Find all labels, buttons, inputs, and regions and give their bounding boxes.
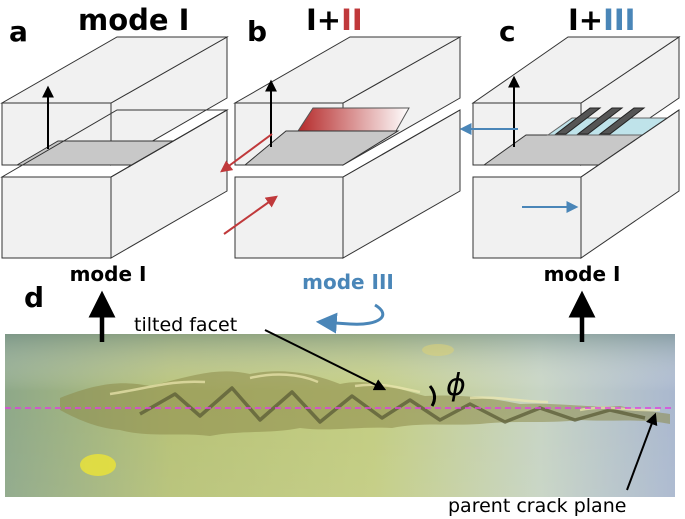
panel-c-twist-facet-3 xyxy=(598,107,646,135)
panel-b-shear-arrow-upper xyxy=(220,133,273,173)
panel-c xyxy=(459,36,681,259)
panel-d-mode-right-label: mode I xyxy=(544,262,621,286)
panel-a-letter: a xyxy=(9,15,28,48)
panel-a xyxy=(0,36,229,259)
panel-b-lower-front-face xyxy=(234,176,344,259)
panel-d-mode-middle-arrow xyxy=(315,303,385,334)
panel-a-title: mode I xyxy=(78,3,189,37)
panel-c-letter: c xyxy=(499,15,516,48)
panel-b-letter: b xyxy=(247,15,267,48)
panel-b xyxy=(220,36,462,259)
panel-c-twist-facet-1 xyxy=(554,107,602,135)
panel-d-bright-spot-small xyxy=(422,344,454,356)
panel-c-title: I+III xyxy=(568,3,635,37)
panel-d-crack-facets xyxy=(139,386,646,424)
panel-d-mode-middle-label: mode III xyxy=(302,270,394,294)
panel-d: d mode I mode I mode III tilted facet ϕ … xyxy=(5,262,675,517)
panel-b-crack-plane xyxy=(243,130,400,166)
panel-b-shear-facet xyxy=(297,107,410,132)
panel-d-mode-left-label: mode I xyxy=(70,262,147,286)
panel-b-title-prefix: I+ xyxy=(306,3,341,37)
panel-c-title-suffix: III xyxy=(603,3,635,37)
panel-d-letter: d xyxy=(24,281,44,314)
panel-d-bright-spot xyxy=(80,454,116,476)
panel-d-crack-highlights xyxy=(109,373,661,412)
panel-d-angle-arc xyxy=(428,385,437,407)
panel-b-title: I+II xyxy=(306,3,363,37)
panel-d-facet-label: tilted facet xyxy=(134,314,237,336)
panel-d-facet-pointer xyxy=(264,329,387,391)
panel-b-shear-arrow-lower xyxy=(223,195,278,235)
panel-a-lower-front-face xyxy=(1,176,112,259)
panel-c-twist-facet-2 xyxy=(576,107,624,135)
panel-c-title-prefix: I+ xyxy=(568,3,603,37)
panel-d-plane-label: parent crack plane xyxy=(448,495,626,517)
panel-d-angle-symbol: ϕ xyxy=(446,368,466,403)
panel-c-lower-front-face xyxy=(472,176,582,259)
panel-b-title-suffix: II xyxy=(341,3,363,37)
panel-d-plane-pointer xyxy=(626,412,658,491)
